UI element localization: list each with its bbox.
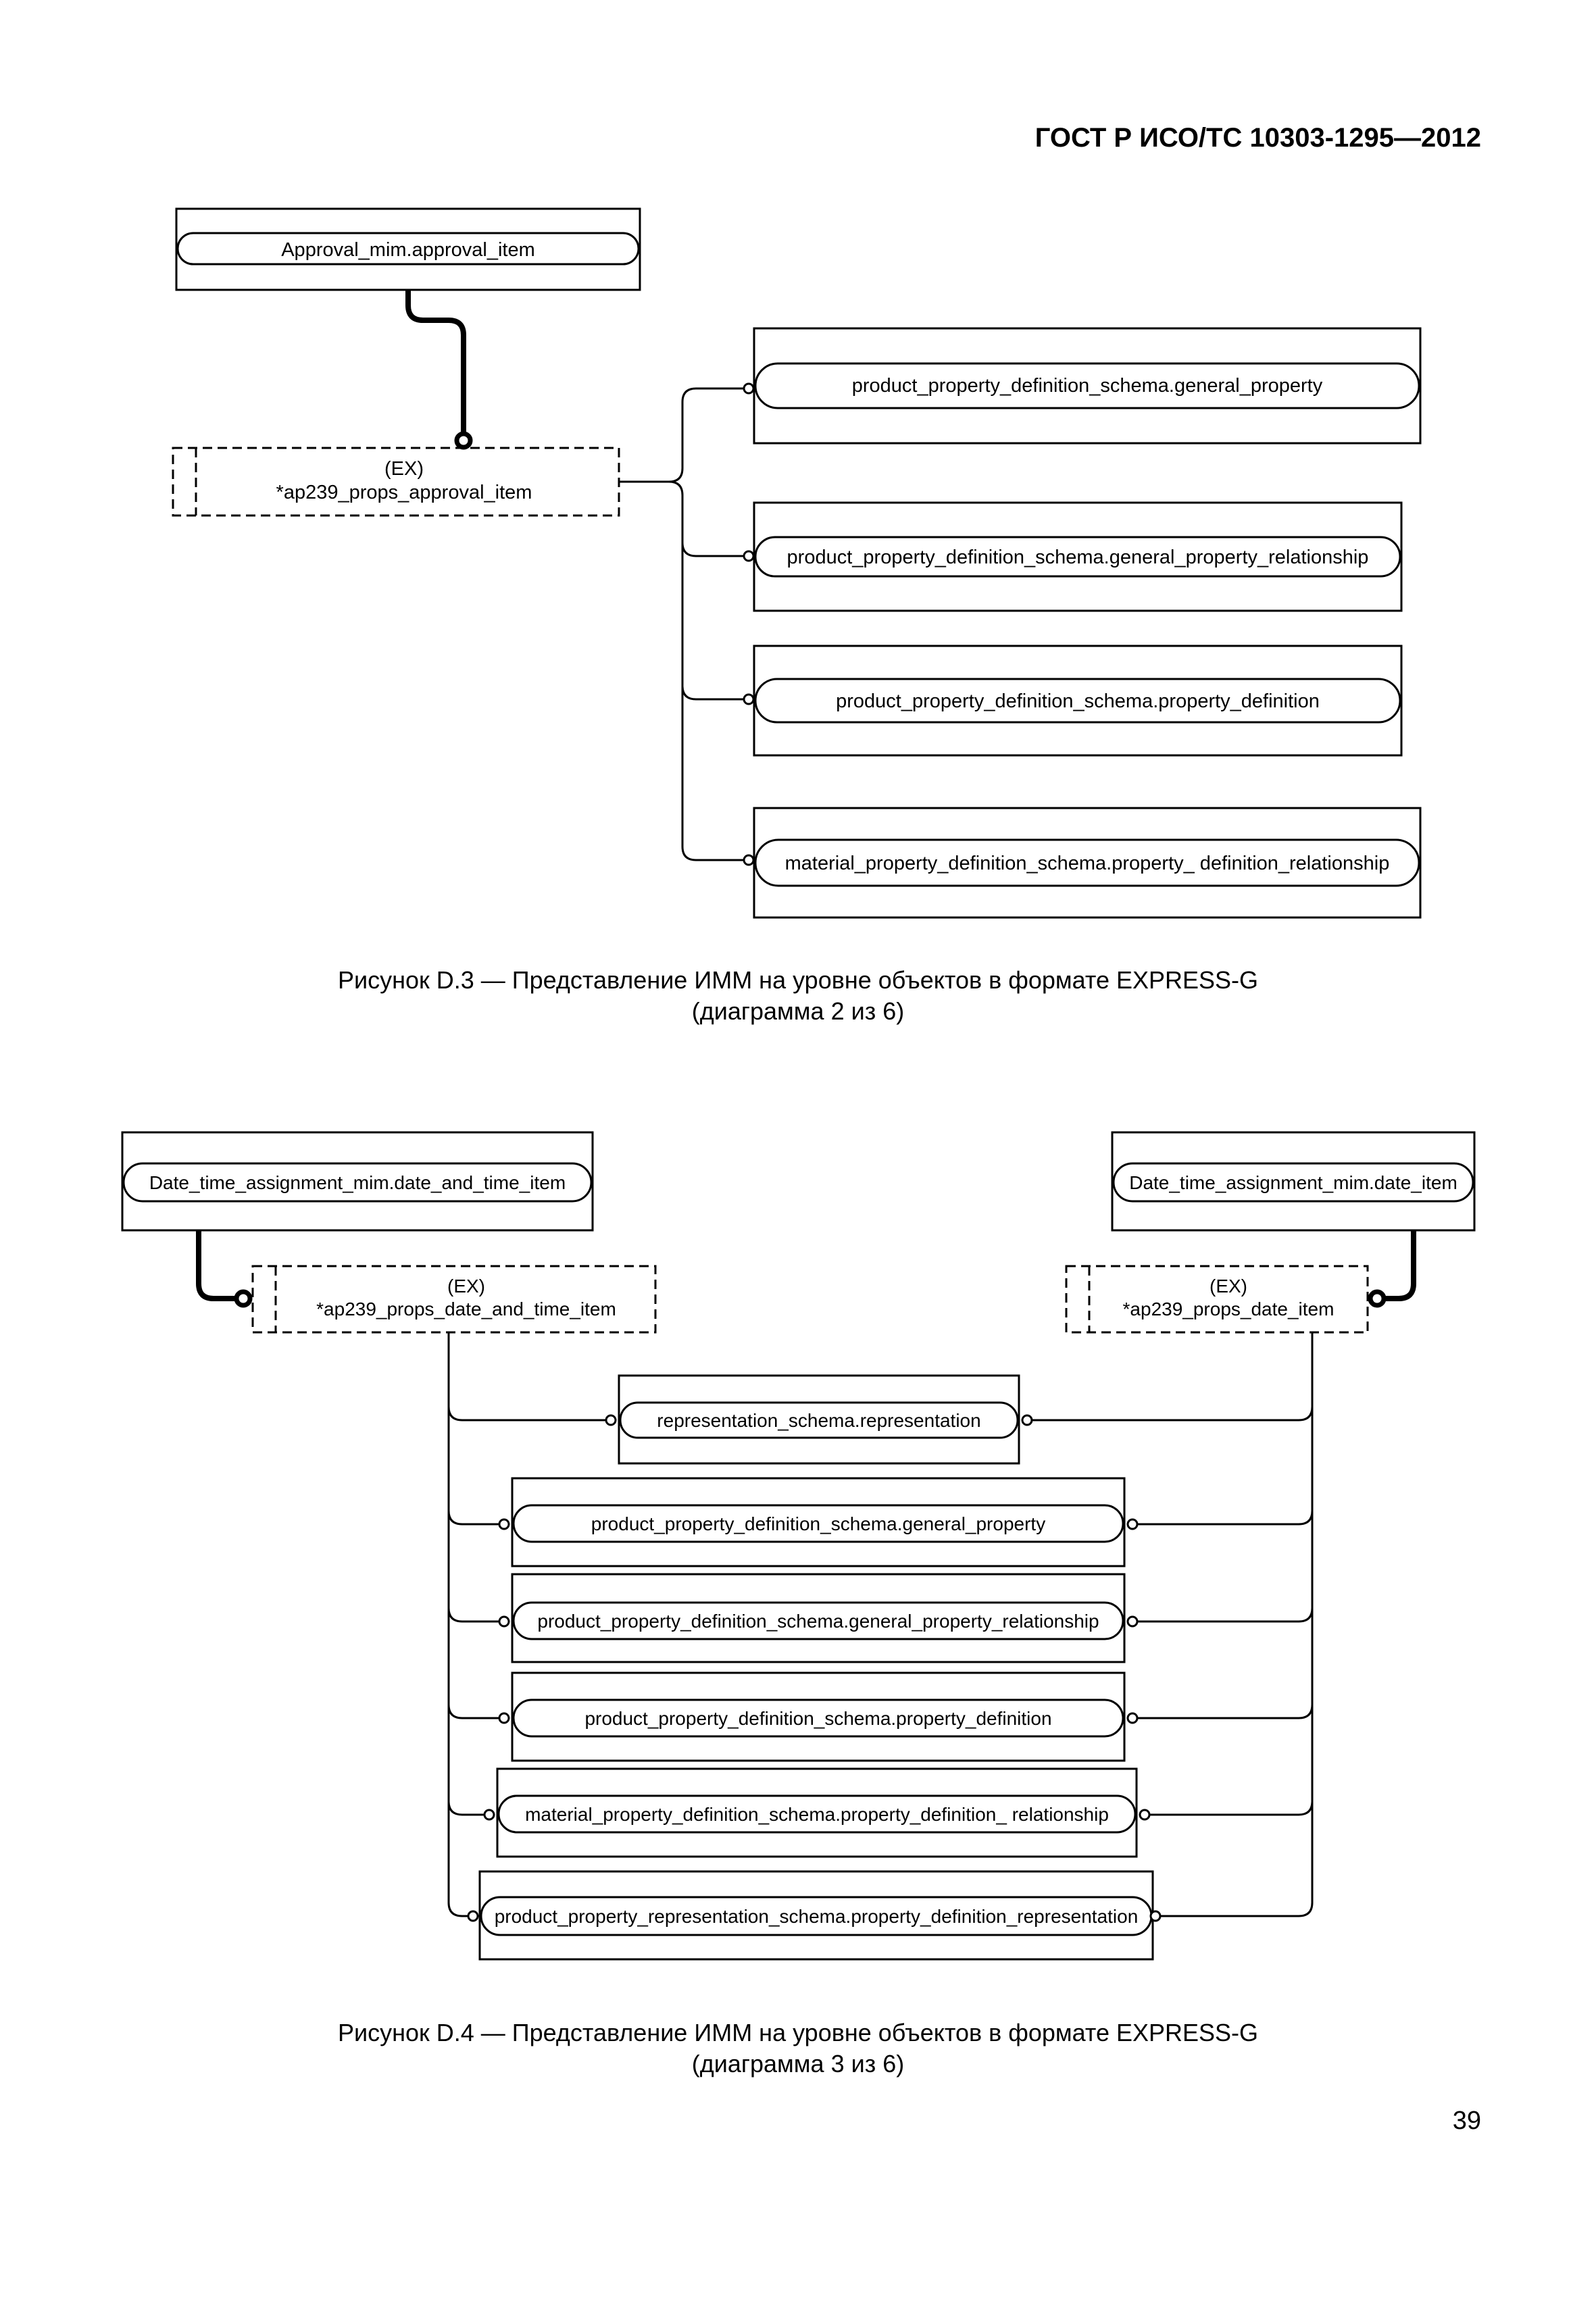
d4-target-pill-4 <box>512 1699 1124 1738</box>
figure-d4-diagram: Date_time_assignment_mim.date_and_time_i… <box>121 1131 1476 1961</box>
figure-d3-caption-line2: (диаграмма 2 из 6) <box>691 997 905 1025</box>
d4-target-box-1 <box>618 1374 1020 1465</box>
d4-target-box-3 <box>511 1573 1126 1663</box>
d4-target-box-4 <box>511 1671 1126 1762</box>
target-label-1: product_property_definition_schema.gener… <box>852 375 1323 397</box>
ex-label-d3: (EX) <box>384 458 424 480</box>
thick-connector-d3 <box>405 290 466 438</box>
ex-date-and-time-item-label: *ap239_props_date_and_time_item <box>316 1299 616 1319</box>
d4-target-label-4: product_property_definition_schema.prope… <box>584 1708 1051 1729</box>
ex-date-and-time-item-box <box>251 1265 657 1334</box>
approval-item-pill <box>176 232 640 266</box>
ex-date-item-label: *ap239_props_date_item <box>1123 1299 1335 1319</box>
d4-target-label-6: product_property_representation_schema.p… <box>495 1906 1139 1927</box>
date-item-pill <box>1112 1162 1474 1203</box>
target-label-2: product_property_definition_schema.gener… <box>787 547 1369 568</box>
d4-target-box-2 <box>511 1477 1126 1567</box>
target-box-4 <box>753 807 1422 919</box>
date-and-time-item-pill <box>122 1162 593 1203</box>
d4-target-label-5: material_property_definition_schema.prop… <box>525 1804 1109 1825</box>
figure-d4-caption-line1: Рисунок D.4 — Представление ИММ на уровн… <box>337 2019 1259 2046</box>
d4-target-box-5 <box>496 1767 1138 1858</box>
d4-target-pill-5 <box>497 1794 1137 1834</box>
date-and-time-item-label: Date_time_assignment_mim.date_and_time_i… <box>149 1172 566 1193</box>
d4-target-label-3: product_property_definition_schema.gener… <box>537 1611 1099 1632</box>
d4-target-pill-1 <box>619 1401 1019 1439</box>
figure-d4-caption-line2: (диаграмма 3 из 6) <box>691 2050 905 2078</box>
target-label-4: material_property_definition_schema.prop… <box>785 853 1390 874</box>
target-pill-1 <box>754 362 1420 409</box>
date-and-time-item-box <box>121 1131 594 1232</box>
ex-label-right-d4: (EX) <box>1210 1276 1247 1297</box>
d4-target-pill-2 <box>512 1504 1124 1543</box>
d4-target-label-1: representation_schema.representation <box>657 1410 980 1431</box>
target-pill-3 <box>754 678 1401 724</box>
ex-approval-item-label: *ap239_props_approval_item <box>276 482 532 503</box>
target-label-3: product_property_definition_schema.prope… <box>836 690 1320 712</box>
page-number: 39 <box>1452 2107 1481 2135</box>
thick-connector-right-d4 <box>1385 1230 1416 1301</box>
date-item-box <box>1111 1131 1476 1232</box>
target-pill-4 <box>754 838 1420 887</box>
approval-item-label: Approval_mim.approval_item <box>281 239 535 261</box>
ex-label-left-d4: (EX) <box>447 1276 485 1297</box>
date-item-label: Date_time_assignment_mim.date_item <box>1129 1172 1457 1193</box>
figure-d3-diagram: Approval_mim.approval_item (EX) *ap239_p… <box>172 207 1422 919</box>
ex-date-item-box <box>1065 1265 1369 1334</box>
target-pill-2 <box>754 536 1401 578</box>
document-number-header: ГОСТ Р ИСО/ТС 10303-1295—2012 <box>1034 123 1481 153</box>
right-trunk-d4 <box>1161 1332 1314 1917</box>
thin-connector-trunk-d3 <box>619 387 745 483</box>
target-box-1 <box>753 327 1422 445</box>
thick-connector-left-d4 <box>196 1230 235 1301</box>
figure-d3-caption-line1: Рисунок D.3 — Представление ИММ на уровн… <box>337 966 1259 994</box>
left-trunk-d4 <box>447 1332 468 1917</box>
d4-target-label-2: product_property_definition_schema.gener… <box>591 1513 1045 1534</box>
d4-target-pill-3 <box>512 1601 1124 1640</box>
